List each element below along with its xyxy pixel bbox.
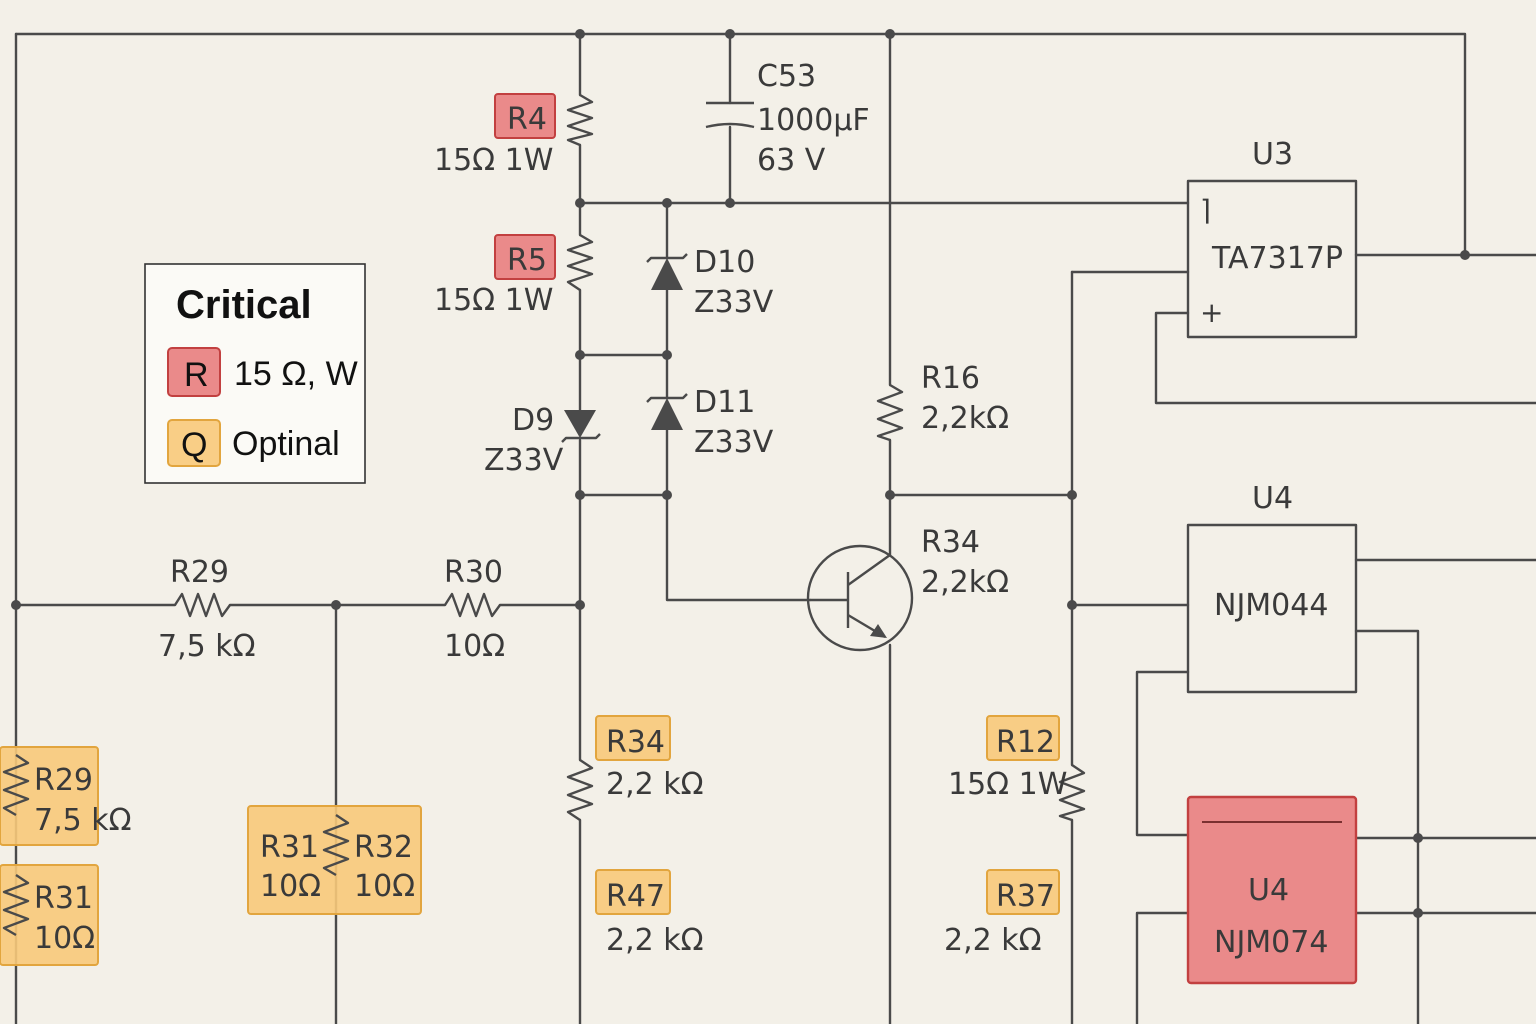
r16-resistor-symbol (876, 383, 904, 442)
critical-badges (494, 93, 556, 280)
d9-ref: D9 (512, 403, 554, 438)
r16-ref: R16 (921, 361, 980, 396)
r31-value: 10Ω (260, 869, 321, 904)
r47-ref: R47 (606, 879, 665, 914)
r31-left-value: 10Ω (34, 921, 95, 956)
r31-left-ref: R31 (34, 881, 93, 916)
r5-resistor-symbol (566, 233, 594, 291)
d10-value: Z33V (694, 285, 774, 320)
u4-top-ic (1186, 523, 1358, 694)
r12-value: 15Ω 1W (948, 767, 1067, 802)
d9-diode-symbol (561, 410, 601, 443)
r30-value: 10Ω (444, 629, 505, 664)
r34-top-value: 2,2kΩ (921, 565, 1009, 600)
u3-pin-mark: ⌉ (1200, 194, 1211, 227)
u3-name: TA7317P (1211, 241, 1343, 276)
r32-value: 10Ω (354, 869, 415, 904)
u3-ref: U3 (1252, 137, 1293, 172)
r34-top-ref: R34 (921, 525, 980, 560)
r12-ref: R12 (996, 725, 1055, 760)
r34-lower-value: 2,2 kΩ (606, 767, 704, 802)
legend-optional-text: Optinal (232, 425, 340, 463)
r29-left-ref: R29 (34, 763, 93, 798)
u4-top-ref: U4 (1252, 481, 1293, 516)
legend-box: Critical R 15 Ω, W Q Optinal (144, 263, 366, 484)
r31-ref: R31 (260, 830, 319, 865)
r31-r32-resistor-symbol (322, 814, 350, 877)
r29-left-value: 7,5 kΩ (34, 803, 132, 838)
r12-resistor-symbol (1058, 764, 1086, 822)
d11-value: Z33V (694, 425, 774, 460)
d10-ref: D10 (694, 245, 755, 280)
u3-ic (1186, 179, 1358, 339)
d10-diode-symbol (646, 253, 688, 290)
r30-ref: R30 (444, 555, 503, 590)
r34-lower-resistor-symbol (566, 759, 594, 821)
u3-plus-mark: + (1200, 296, 1223, 329)
r32-ref: R32 (354, 830, 413, 865)
r37-value: 2,2 kΩ (944, 923, 1042, 958)
c53-value: 1000µF (757, 103, 870, 138)
r31-left-resistor-symbol (2, 874, 30, 937)
c53-voltage: 63 V (757, 143, 826, 178)
c53-ref: C53 (757, 59, 816, 94)
r34-lower-ref: R34 (606, 725, 665, 760)
legend-optional-badge: Q (181, 426, 207, 464)
r29-left-resistor-symbol (2, 754, 30, 817)
r29-ref: R29 (170, 555, 229, 590)
r47-value: 2,2 kΩ (606, 923, 704, 958)
d9-value: Z33V (484, 443, 564, 478)
c53-capacitor-symbol (705, 101, 755, 129)
junction-dots (11, 29, 1470, 918)
u4-bottom-ic-critical (1186, 795, 1358, 985)
d11-diode-symbol (646, 393, 688, 430)
legend-title: Critical (176, 283, 312, 327)
legend-optional-swatch (167, 419, 221, 467)
r4-resistor-symbol (566, 93, 594, 147)
r30-resistor-symbol (443, 592, 501, 618)
r4-value: 15Ω 1W (434, 143, 553, 178)
u4-bottom-name: NJM074 (1214, 925, 1328, 960)
r4-ref: R4 (507, 102, 547, 137)
legend-critical-badge: R (184, 356, 209, 394)
r5-value: 15Ω 1W (434, 283, 553, 318)
d11-ref: D11 (694, 385, 755, 420)
r37-ref: R37 (996, 879, 1055, 914)
u4-top-name: NJM044 (1214, 588, 1328, 623)
r5-ref: R5 (507, 243, 547, 278)
legend-critical-text: 15 Ω, W (234, 355, 358, 393)
optional-badges (0, 715, 1060, 966)
transistor-symbol (806, 544, 914, 652)
legend-critical-swatch (167, 347, 221, 397)
r16-value: 2,2kΩ (921, 401, 1009, 436)
r29-value: 7,5 kΩ (158, 629, 256, 664)
r29-resistor-symbol (173, 592, 231, 618)
u4-bottom-ref: U4 (1248, 873, 1289, 908)
